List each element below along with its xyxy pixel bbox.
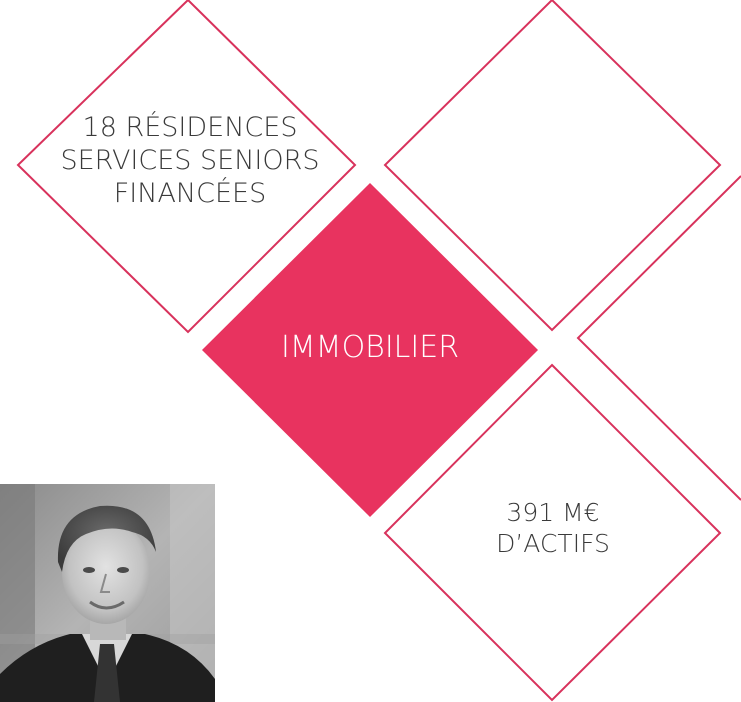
residences-line-1: 18 RÉSIDENCES xyxy=(82,112,298,143)
portrait-image xyxy=(0,484,215,702)
assets-text: 391 M€ D’ACTIFS xyxy=(453,498,653,559)
assets-line-1: 391 M€ xyxy=(506,498,600,527)
diamond-outline-assets xyxy=(383,363,722,702)
residences-text: 18 RÉSIDENCES SERVICES SENIORS FINANCÉES xyxy=(20,112,360,211)
assets-line-2: D’ACTIFS xyxy=(496,528,610,558)
residences-line-2: SERVICES SENIORS xyxy=(60,144,320,176)
diamond-outline-top-right xyxy=(383,0,722,332)
portrait-photo xyxy=(0,484,215,702)
diamond-outline-right-upper xyxy=(576,175,741,501)
residences-line-3: FINANCÉES xyxy=(113,177,267,209)
diamond-filled-immobilier xyxy=(202,183,538,517)
immobilier-label: IMMOBILIER xyxy=(280,330,460,365)
diamond-outline-residences xyxy=(16,0,357,334)
